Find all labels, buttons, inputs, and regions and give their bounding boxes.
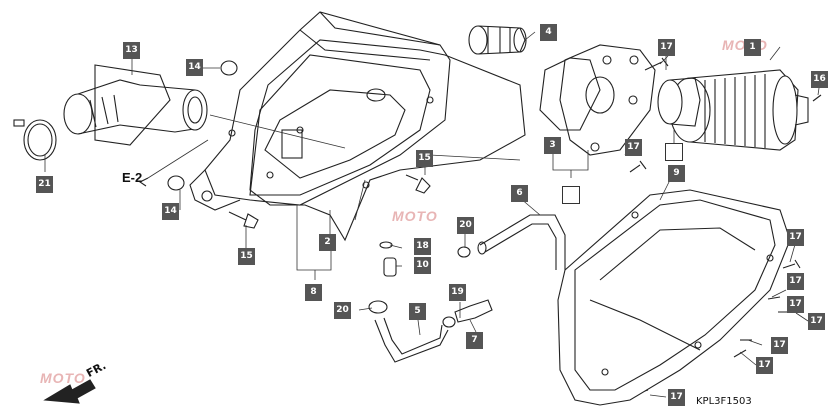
part-code: KPL3F1503 [696,396,752,407]
part-tag-7: 7 [466,332,483,349]
watermark-center: MOTO [392,208,438,224]
part-tag-17-b: 17 [625,139,642,156]
part-tag-3: 3 [544,137,561,154]
part-tag-8: 8 [305,284,322,301]
part-tag-18: 18 [414,238,431,255]
hose-clamp [13,119,57,161]
leader-lines [44,31,821,398]
part-tag-14-bottom: 14 [162,203,179,220]
part-tag-6: 6 [511,185,528,202]
part-tag-2: 2 [319,234,336,251]
part-tag-17-c: 17 [787,229,804,246]
part-tag-17-a: 17 [658,39,675,56]
part-tag-17-d: 17 [787,273,804,290]
part-tag-20-left: 20 [334,302,351,319]
part-tag-1: 1 [744,39,761,56]
empty-ref-box-left [562,186,580,204]
reference-label-e2: E-2 [122,170,143,185]
air-box-housing [189,11,451,211]
part-tag-4: 4 [540,24,557,41]
e2-arrow-icon [138,177,149,187]
gasket-outline [249,39,526,242]
part-tag-13: 13 [123,42,140,59]
part-tag-17-f: 17 [808,313,825,330]
intake-tube [63,64,208,146]
empty-ref-box-right [665,143,683,161]
breather-tube-5 [374,317,449,363]
air-box-cover [557,189,791,406]
part-tag-16: 16 [811,71,828,88]
part-tag-19: 19 [449,284,466,301]
watermark-bottom-left: MOTO [40,370,86,386]
part-tag-5: 5 [409,303,426,320]
breather-tube-6 [477,214,566,270]
part-tag-21: 21 [36,176,53,193]
part-tag-15-center: 15 [416,150,433,167]
part-tag-14-top: 14 [186,59,203,76]
small-fittings [167,60,493,328]
part-tag-17-e: 17 [787,296,804,313]
front-arrow-icon [43,379,96,404]
part-tag-17-h: 17 [756,357,773,374]
part-tag-9: 9 [668,165,685,182]
part-tag-20-right: 20 [457,217,474,234]
part-tag-10: 10 [414,257,431,274]
part-tag-17-g: 17 [771,337,788,354]
cap-part [468,25,527,55]
part-tag-15-left: 15 [238,248,255,265]
filter-holder [657,77,701,127]
filter-element [669,69,809,151]
part-tag-17-i: 17 [668,389,685,406]
bracket-plate [539,44,656,156]
